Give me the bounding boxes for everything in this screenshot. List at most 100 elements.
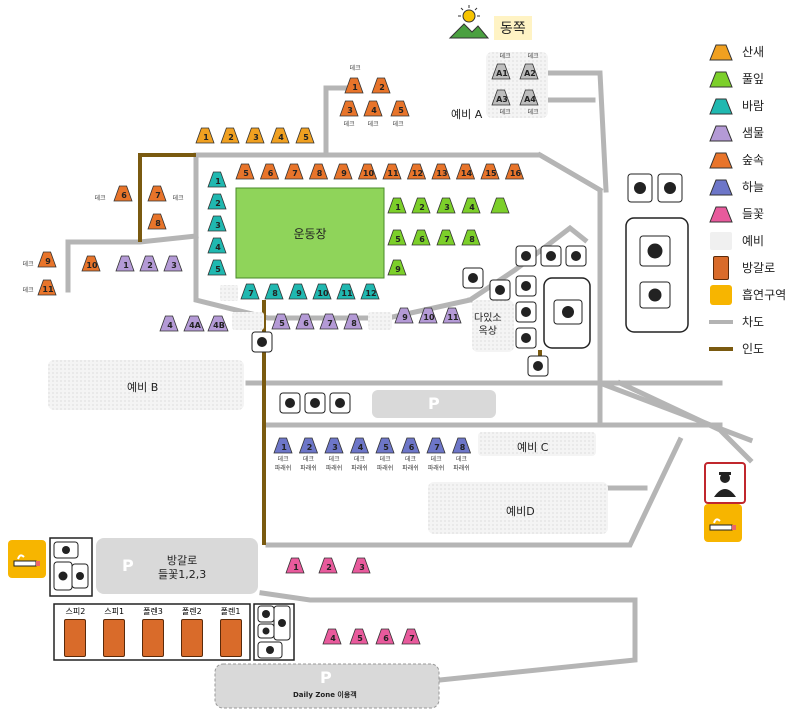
cabin-4[interactable]: 폴렌2 (180, 606, 203, 660)
tent-site[interactable]: 5 (387, 229, 407, 246)
tent-site[interactable]: 4 (349, 437, 370, 454)
tent-site[interactable]: 2 (318, 557, 338, 574)
tent-site[interactable]: 7 (401, 628, 421, 645)
tent-site[interactable]: 10 (357, 163, 378, 180)
tent-site[interactable]: 7 (436, 229, 456, 246)
tent-site[interactable]: 8 (461, 229, 481, 246)
cabin-5[interactable]: 폴렌1 (219, 606, 242, 660)
tent-site[interactable]: 5 (207, 259, 227, 276)
parking-daily[interactable] (214, 663, 440, 709)
tent-site[interactable]: 1 (387, 197, 407, 214)
tent-site[interactable]: 3 (339, 100, 359, 117)
tent-site[interactable]: 5 (349, 628, 369, 645)
tent-site[interactable]: 2 (139, 255, 159, 272)
tent-site[interactable]: 5 (235, 163, 255, 180)
tent-site[interactable]: 8 (451, 437, 472, 454)
tent-site[interactable]: 6 (400, 437, 421, 454)
tent-site[interactable]: 1 (344, 77, 364, 94)
tent-site[interactable]: 5 (295, 127, 315, 144)
tent-site[interactable]: 12 (406, 163, 427, 180)
tent-site[interactable]: 4 (461, 197, 481, 214)
tent-site[interactable]: 6 (113, 185, 133, 202)
tent-site[interactable]: 9 (288, 283, 308, 300)
tent-site[interactable]: 1 (273, 437, 293, 454)
tent-site[interactable]: 8 (264, 283, 284, 300)
tent-site[interactable]: 4 (207, 237, 227, 254)
tent-site[interactable]: 5 (375, 437, 395, 454)
tent-site[interactable]: A3 (491, 89, 511, 106)
tent-site[interactable]: 6 (259, 163, 280, 180)
tent-site[interactable]: 11 (336, 283, 356, 300)
cabin-2[interactable]: 스피1 (103, 606, 126, 660)
tent-site[interactable]: 10 (418, 307, 438, 324)
tent-site[interactable]: 8 (308, 163, 329, 180)
tent-site[interactable]: 1 (195, 127, 215, 144)
tent-site[interactable]: 14 (455, 163, 476, 180)
tent-site[interactable]: 4A (183, 315, 205, 332)
tent-site[interactable]: 3 (163, 255, 183, 272)
tent-site[interactable]: 2 (220, 127, 240, 144)
tent-site[interactable]: 9 (37, 251, 57, 268)
legend-item: 방갈로 (708, 254, 798, 281)
parking-cabin[interactable] (96, 538, 258, 594)
tent-site[interactable]: 13 (431, 163, 451, 180)
tent-site[interactable]: A1 (491, 63, 511, 80)
tent-site[interactable]: 4 (322, 628, 342, 645)
tent-site[interactable]: 4B (207, 315, 229, 332)
cabin-1[interactable]: 스피2 (64, 606, 87, 660)
tent-site[interactable]: 1 (207, 171, 227, 188)
tent-site[interactable]: 9 (394, 307, 414, 324)
tent-number: 12 (412, 169, 423, 178)
tent-site[interactable]: 8 (147, 213, 167, 230)
tent-site[interactable]: 6 (375, 628, 395, 645)
cabin-label: 스피1 (104, 607, 125, 616)
tent-site[interactable]: 9 (387, 259, 407, 276)
tent-site[interactable]: 10 (312, 283, 332, 300)
tent-number: 11 (447, 313, 459, 322)
tent-site[interactable]: 3 (324, 437, 344, 454)
site-note: 데크 (499, 52, 511, 60)
tent-site[interactable]: 2 (411, 197, 431, 214)
tent-site[interactable]: 10 (81, 255, 101, 272)
tent-site[interactable]: 7 (319, 313, 339, 330)
tent-site[interactable]: 1 (115, 255, 135, 272)
tent-site[interactable]: 11 (442, 307, 462, 324)
tent-site[interactable]: 12 (360, 283, 380, 300)
tent-site[interactable]: 7 (426, 437, 446, 454)
tent-site[interactable]: 7 (240, 283, 260, 300)
parking-main[interactable] (372, 390, 496, 418)
tent-site[interactable]: 3 (207, 215, 227, 232)
tent-site[interactable]: 11 (382, 163, 402, 180)
tent-number: 8 (272, 289, 278, 298)
tent-site[interactable]: 3 (245, 127, 265, 144)
tent-site[interactable]: 4 (363, 100, 383, 117)
stairs-icon-glyph (533, 361, 543, 371)
tent-site[interactable]: 2 (298, 437, 319, 454)
tent-site[interactable]: 3 (436, 197, 456, 214)
legend-item: 흡연구역 (708, 281, 798, 308)
tent-site[interactable]: 7 (147, 185, 167, 202)
tent-site[interactable]: 2 (207, 193, 227, 210)
tent-site[interactable]: 3 (351, 557, 371, 574)
tent-site[interactable]: 2 (371, 77, 391, 94)
tent-site[interactable]: 9 (333, 163, 353, 180)
tent-site[interactable]: 5 (271, 313, 291, 330)
tent-site[interactable]: 8 (343, 313, 363, 330)
tent-site[interactable] (490, 197, 510, 214)
cabin-label: 폴렌3 (143, 607, 163, 616)
tent-site[interactable]: A4 (519, 89, 539, 106)
tent-number: 6 (419, 235, 425, 244)
cabin-3[interactable]: 폴렌3 (141, 606, 164, 660)
tent-site[interactable]: 15 (480, 163, 500, 180)
tent-site[interactable]: 6 (411, 229, 431, 246)
tent-site[interactable]: 1 (285, 557, 305, 574)
tent-site[interactable]: 4 (270, 127, 290, 144)
pool-facility-box (625, 217, 689, 333)
tent-site[interactable]: 7 (284, 163, 304, 180)
tent-site[interactable]: 5 (390, 100, 410, 117)
tent-site[interactable]: A2 (519, 63, 539, 80)
tent-site[interactable]: 6 (295, 313, 315, 330)
tent-site[interactable]: 4 (159, 315, 179, 332)
tent-site[interactable]: 16 (504, 163, 525, 180)
tent-site[interactable]: 11 (37, 279, 57, 296)
